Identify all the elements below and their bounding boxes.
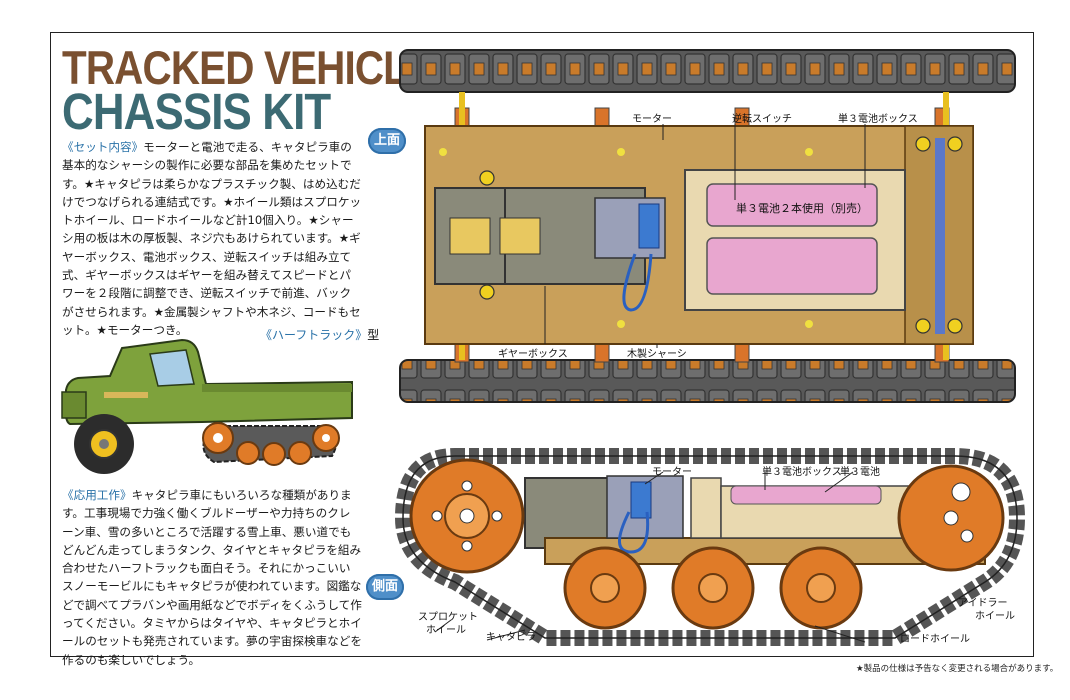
side-label-road-wheel: ロードホイール — [900, 634, 970, 645]
page-frame — [50, 32, 1034, 657]
side-label-idler-line2: ホイール — [975, 611, 1015, 622]
applied-project-paragraph: 《応用工作》キャタピラ車にもいろいろな種類があります。工事現場で力強く働くブルド… — [62, 486, 362, 669]
top-track-lower — [399, 359, 1016, 403]
title-line-2: CHASSIS KIT — [62, 83, 331, 140]
spec-change-footnote: ★製品の仕様は予告なく変更される場合があります。 — [856, 664, 1059, 674]
set-contents-heading: 《セット内容》 — [62, 140, 144, 154]
top-label-motor: モーター — [632, 114, 672, 125]
top-label-battery-note: 単３電池２本使用（別売） — [736, 202, 868, 215]
applied-project-heading: 《応用工作》 — [62, 488, 132, 502]
halftrack-caption: 《ハーフトラック》型 — [260, 328, 380, 342]
top-label-reverse-switch: 逆転スイッチ — [732, 114, 792, 125]
set-contents-body: モーターと電池で走る、キャタピラ車の基本的なシャーシの製作に必要な部品を集めたセ… — [62, 140, 362, 337]
top-track-upper — [399, 49, 1016, 93]
side-label-battery-box: 単３電池ボックス — [762, 467, 842, 478]
top-view-diagram — [399, 49, 1016, 403]
side-label-battery: 単３電池 — [840, 467, 880, 478]
top-view-badge: 上面 — [368, 128, 406, 154]
side-label-idler-line1: アイドラー — [958, 598, 1008, 609]
side-label-motor: モーター — [652, 467, 692, 478]
side-view-badge: 側面 — [366, 574, 404, 600]
side-label-track: キャタピラ — [486, 632, 536, 643]
top-label-gearbox: ギヤーボックス — [498, 349, 568, 360]
side-label-sprocket-line2: ホイール — [426, 625, 466, 636]
top-label-wood-chassis: 木製シャーシ — [627, 349, 687, 360]
side-view-diagram — [394, 448, 1026, 646]
title-line-1: TRACKED VEHICLE — [62, 41, 434, 94]
set-contents-paragraph: 《セット内容》モーターと電池で走る、キャタピラ車の基本的なシャーシの製作に必要な… — [62, 138, 362, 339]
top-label-battery-box: 単３電池ボックス — [838, 114, 918, 125]
applied-project-body: キャタピラ車にもいろいろな種類があります。工事現場で力強く働くブルドーザーや力持… — [62, 488, 362, 667]
side-label-sprocket-line1: スプロケット — [418, 612, 478, 623]
halftrack-truck-illustration — [61, 338, 353, 474]
